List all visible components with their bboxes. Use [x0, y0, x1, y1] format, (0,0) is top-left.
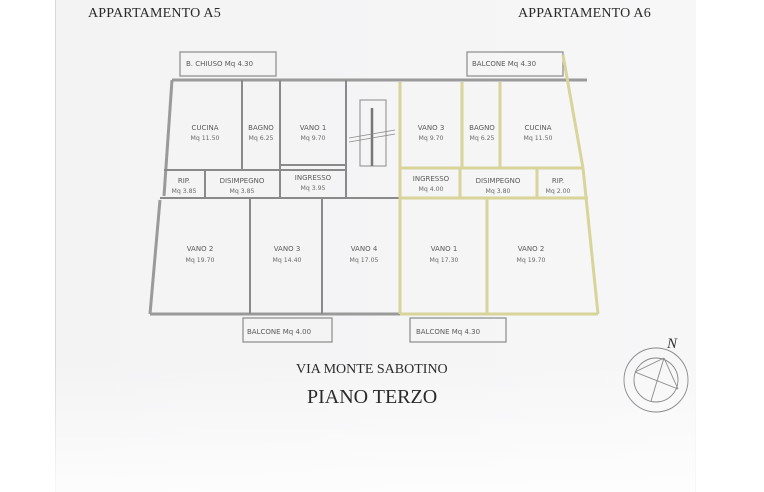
a6-top-balcony-label: BALCONE Mq 4.30 — [472, 60, 536, 68]
a6-room2-label: VANO 2 — [518, 245, 545, 253]
a5-room3-label: VANO 3 — [274, 245, 301, 253]
a6-kitchen-area: Mq 11.50 — [524, 135, 553, 142]
a5-hallway-area: Mq 3.85 — [229, 188, 254, 195]
a6-top-balcony — [466, 51, 564, 77]
a6-kitchen-label: CUCINA — [525, 124, 552, 132]
apartment-a6-title: APPARTAMENTO A6 — [518, 6, 651, 21]
a6-bottom-balcony — [409, 317, 507, 343]
compass-icon — [623, 347, 689, 413]
a6-entrance-area: Mq 4.00 — [418, 186, 443, 193]
a6-storage-label: RIP. — [552, 177, 564, 185]
a6-room2-area: Mq 19.70 — [517, 257, 546, 264]
a5-bathroom-label: BAGNO — [248, 124, 274, 132]
a6-bathroom-label: BAGNO — [469, 124, 495, 132]
a6-bathroom-area: Mq 6.25 — [469, 135, 494, 142]
a5-hallway-label: DISIMPEGNO — [220, 177, 265, 185]
a5-bottom-balcony-label: BALCONE Mq 4.00 — [247, 328, 311, 336]
a6-bottom-balcony-label: BALCONE Mq 4.30 — [416, 328, 480, 336]
a5-room1-area: Mq 9.70 — [300, 135, 325, 142]
sheet-fade — [55, 360, 695, 492]
street-name: VIA MONTE SABOTINO — [296, 362, 448, 377]
north-label: N — [666, 336, 678, 352]
a6-hallway-label: DISIMPEGNO — [476, 177, 521, 185]
a5-room2-label: VANO 2 — [187, 245, 214, 253]
a5-room4-area: Mq 17.05 — [350, 257, 379, 264]
a5-closed-balcony-label: B. CHIUSO Mq 4.30 — [186, 60, 253, 68]
a5-kitchen-label: CUCINA — [192, 124, 219, 132]
a5-storage-label: RIP. — [178, 177, 190, 185]
a5-bathroom-area: Mq 6.25 — [248, 135, 273, 142]
a5-bottom-balcony — [242, 317, 333, 343]
a5-entrance-area: Mq 3.95 — [300, 185, 325, 192]
a6-hallway-area: Mq 3.80 — [485, 188, 510, 195]
a6-entrance-label: INGRESSO — [413, 175, 450, 183]
a5-entrance-label: INGRESSO — [295, 174, 332, 182]
a5-room4-label: VANO 4 — [351, 245, 378, 253]
a5-room2-area: Mq 19.70 — [186, 257, 215, 264]
a6-room3-label: VANO 3 — [418, 124, 445, 132]
a6-storage-area: Mq 2.00 — [545, 188, 570, 195]
a5-room3-area: Mq 14.40 — [273, 257, 302, 264]
a6-room3-area: Mq 9.70 — [418, 135, 443, 142]
a5-storage-area: Mq 3.85 — [171, 188, 196, 195]
a6-room1-area: Mq 17.30 — [430, 257, 459, 264]
a5-room1-label: VANO 1 — [300, 124, 327, 132]
a5-kitchen-area: Mq 11.50 — [191, 135, 220, 142]
floor-title: PIANO TERZO — [307, 386, 438, 408]
a5-closed-balcony — [179, 51, 277, 77]
apartment-a5-title: APPARTAMENTO A5 — [88, 6, 221, 21]
a6-room1-label: VANO 1 — [431, 245, 458, 253]
